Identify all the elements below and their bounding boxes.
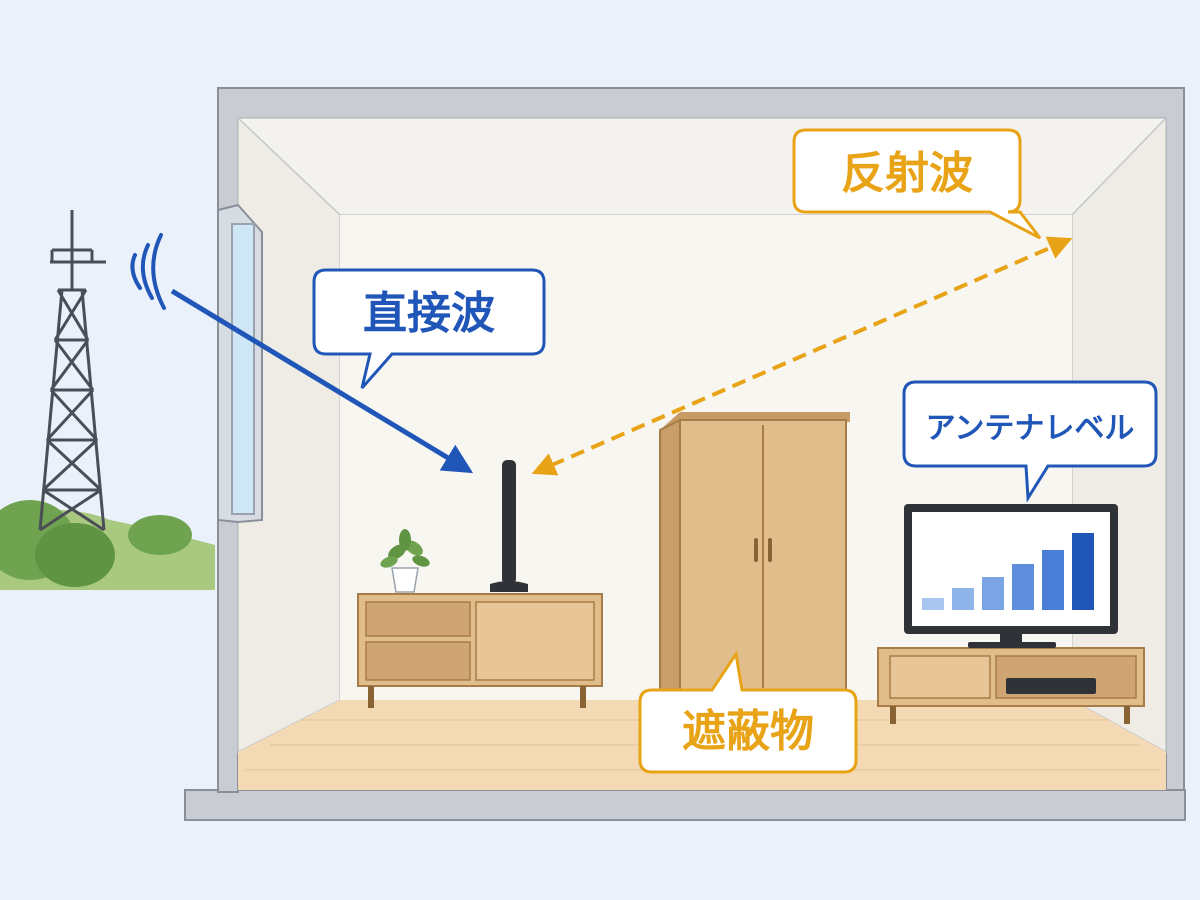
window: [217, 203, 263, 524]
indoor-antenna-icon: [490, 460, 528, 592]
obstacle-callout: 遮蔽物: [638, 650, 858, 774]
landscape: [0, 500, 215, 590]
antenna-level-label: アンテナレベル: [926, 411, 1135, 446]
left-tv-stand: [357, 593, 603, 708]
signal-level-bars: [922, 533, 1094, 610]
radio-waves-icon: [130, 233, 166, 310]
reflected-wave-label: 反射波: [841, 148, 973, 199]
direct-wave-label: 直接波: [363, 288, 495, 339]
signal-bar-4: [1012, 564, 1034, 610]
signal-bar-2: [952, 588, 974, 610]
signal-bar-1: [922, 598, 944, 610]
potted-plant-icon: [380, 529, 430, 593]
reflected-wave-arrow: [531, 236, 1073, 476]
antenna-level-callout: アンテナレベル: [902, 380, 1158, 503]
signal-bar-3: [982, 577, 1004, 610]
television: [904, 504, 1118, 648]
reflected-wave-callout: 反射波: [792, 128, 1042, 240]
obstacle-label: 遮蔽物: [682, 706, 814, 757]
broadcast-tower-icon: [38, 210, 106, 532]
signal-bar-6: [1072, 533, 1094, 610]
signal-bar-5: [1042, 550, 1064, 610]
wardrobe: [659, 412, 850, 702]
right-tv-stand: [877, 647, 1145, 724]
direct-wave-callout: 直接波: [312, 268, 546, 389]
direct-wave-arrow: [170, 288, 474, 474]
